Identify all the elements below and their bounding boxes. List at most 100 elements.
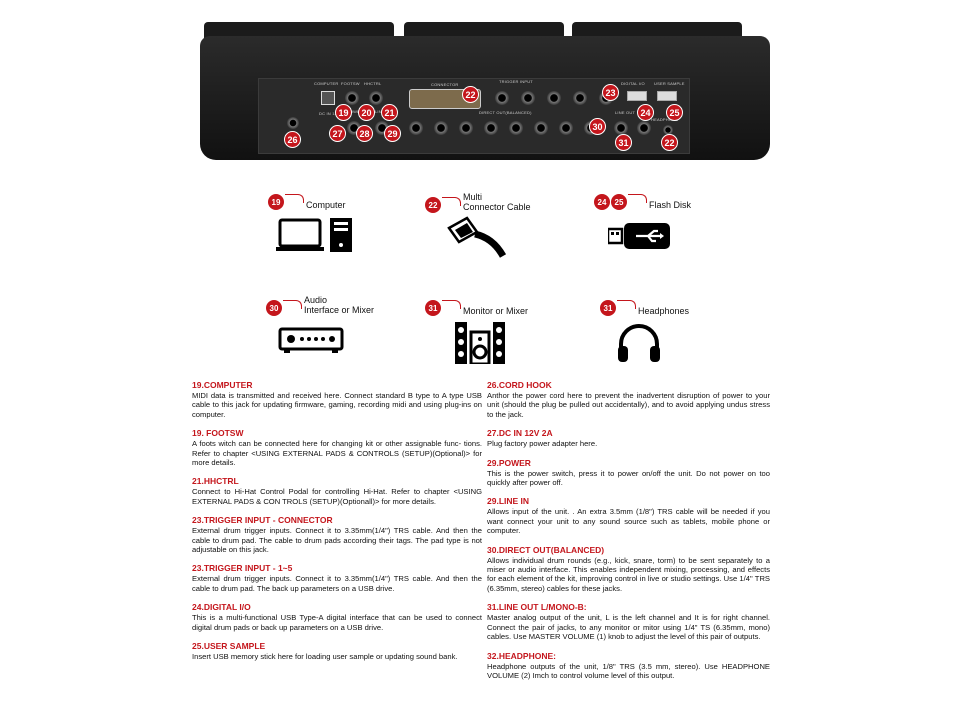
legend-label: Monitor or Mixer	[463, 306, 529, 316]
hhctrl-jack	[369, 91, 383, 105]
left-description-column: 19.COMPUTER MIDI data is transmitted and…	[192, 380, 482, 671]
legend-badge: 31	[425, 300, 441, 316]
label-dc-in: DC IN 12V 2A	[319, 111, 347, 116]
label-digital-io: DIGITAL I/O	[621, 81, 645, 86]
section-computer: 19.COMPUTER MIDI data is transmitted and…	[192, 380, 482, 419]
legend-headphones: 31 Headphones	[600, 300, 780, 385]
line-out-jack-r	[637, 121, 651, 135]
label-headphone: HEADPHONE	[651, 117, 679, 122]
headphones-icon	[618, 324, 660, 362]
section-title: 23.TRIGGER INPUT - 1~5	[192, 563, 293, 574]
legend-flash-disk: 24 25 Flash Disk	[594, 194, 774, 279]
section-title: 29.LINE IN	[487, 496, 530, 507]
section-body: Headphone outputs of the unit, 1/8" TRS …	[487, 661, 770, 680]
section-body: This is the power switch, press it to po…	[487, 468, 770, 488]
legend-computer: 19 Computer	[268, 194, 448, 279]
section-body: This is a multi-functional USB Type-A di…	[192, 613, 482, 632]
section-direct-out: 30.DIRECT OUT(BALANCED) Allows individua…	[487, 545, 770, 594]
device-rear-panel-image: COMPUTER FOOTSW HHCTRL CONNECTOR TRIGGER…	[200, 22, 770, 160]
legend-connector-line	[442, 197, 461, 206]
section-body: A foots witch can be connected here for …	[192, 439, 482, 468]
section-title: 27.DC IN 12V 2A	[487, 428, 553, 439]
label-connector: CONNECTOR	[431, 82, 459, 87]
legend-label: Computer	[306, 200, 346, 210]
right-description-column: 26.CORD HOOK Anthor the power cord here …	[487, 380, 770, 689]
legend-badge: 24	[594, 194, 610, 210]
section-line-in: 29.LINE IN Allows input of the unit. . A…	[487, 496, 770, 535]
section-body: Plug factory power adapter here.	[487, 439, 598, 449]
speaker-icon	[455, 322, 505, 364]
direct-out-jack-7	[559, 121, 573, 135]
callout-31: 31	[615, 134, 632, 151]
line-out-jack-l	[614, 121, 628, 135]
callout-28: 28	[356, 125, 373, 142]
section-body: External drum trigger inputs. Connect it…	[192, 574, 482, 593]
headphone-jack	[663, 125, 673, 135]
legend-connector-line	[285, 194, 304, 203]
callout-24: 24	[637, 104, 654, 121]
section-title: 32.HEADPHONE:	[487, 650, 556, 661]
usb-b-port	[321, 91, 335, 105]
trigger-jack-3	[547, 91, 561, 105]
legend-badge: 22	[425, 197, 441, 213]
legend-label: Multi Connector Cable	[463, 192, 531, 212]
section-title: 31.LINE OUT L/MONO-B:	[487, 602, 587, 613]
legend-badge: 19	[268, 194, 284, 210]
legend-connector-line	[442, 300, 461, 309]
section-title: 19.COMPUTER	[192, 380, 253, 390]
label-trigger-input: TRIGGER INPUT	[499, 79, 533, 84]
direct-out-jack-6	[534, 121, 548, 135]
legend-badge: 25	[611, 194, 627, 210]
legend-label: Audio Interface or Mixer	[304, 295, 375, 315]
legend-label: Flash Disk	[649, 200, 692, 210]
callout-25: 25	[666, 104, 683, 121]
legend-badge: 31	[600, 300, 616, 316]
legend-connector-line	[283, 300, 302, 309]
section-headphone: 32.HEADPHONE: Headphone outputs of the u…	[487, 651, 770, 681]
section-body: Allows individual drum rounds (e.g., kic…	[487, 555, 770, 593]
trigger-jack-1	[495, 91, 509, 105]
section-body: Connect to Hi-Hat Control Podal for cont…	[192, 487, 482, 506]
section-title: 26.CORD HOOK	[487, 380, 552, 390]
callout-29: 29	[384, 125, 401, 142]
section-title: 25.USER SAMPLE	[192, 641, 266, 652]
section-title: 30.DIRECT OUT(BALANCED)	[487, 544, 605, 555]
direct-out-jack-1	[409, 121, 423, 135]
label-user-sample: USER SAMPLE	[654, 81, 685, 86]
section-body: Master analog output of the unit, L is t…	[487, 613, 770, 642]
legend-multi-connector: 22 Multi Connector Cable	[425, 192, 605, 277]
label-power: POWER	[347, 109, 364, 114]
label-line-out: LINE OUT	[615, 110, 636, 115]
legend-audio-interface: 30 Audio Interface or Mixer	[266, 295, 446, 380]
callout-21: 21	[381, 104, 398, 121]
user-sample-port	[657, 91, 677, 101]
usb-flash-icon	[608, 223, 670, 249]
direct-out-jack-3	[459, 121, 473, 135]
section-title: 24.DIGITAL I/O	[192, 602, 251, 613]
section-footsw: 19. FOOTSW A foots witch can be connecte…	[192, 428, 482, 467]
callout-30: 30	[589, 118, 606, 135]
section-power: 29.POWER This is the power switch, press…	[487, 458, 770, 488]
section-body: External drum trigger inputs. Connect it…	[192, 526, 482, 555]
section-body: MIDI data is transmitted and received he…	[192, 391, 482, 419]
section-cord-hook: 26.CORD HOOK Anthor the power cord here …	[487, 380, 770, 419]
section-line-out: 31.LINE OUT L/MONO-B: Master analog outp…	[487, 602, 770, 641]
callout-27: 27	[329, 125, 346, 142]
section-body: Allows input of the unit. . An extra 3.5…	[487, 507, 770, 536]
callout-22: 22	[462, 86, 479, 103]
callout-22-headphone: 22	[661, 134, 678, 151]
section-body: Anthor the power cord here to prevent th…	[487, 391, 770, 419]
direct-out-jack-4	[484, 121, 498, 135]
section-title: 29.POWER	[487, 457, 531, 468]
legend-connector-line	[628, 194, 647, 203]
legend-label: Headphones	[638, 306, 690, 316]
callout-23: 23	[602, 84, 619, 101]
label-computer: COMPUTER	[314, 81, 339, 86]
section-title: 19. FOOTSW	[192, 428, 244, 439]
section-title: 21.HHCTRL	[192, 476, 239, 487]
cable-icon	[447, 216, 507, 258]
audio-interface-icon	[278, 327, 344, 353]
legend-badge: 30	[266, 300, 282, 316]
digital-io-port	[627, 91, 647, 101]
section-digital-io: 24.DIGITAL I/O This is a multi-functiona…	[192, 602, 482, 632]
